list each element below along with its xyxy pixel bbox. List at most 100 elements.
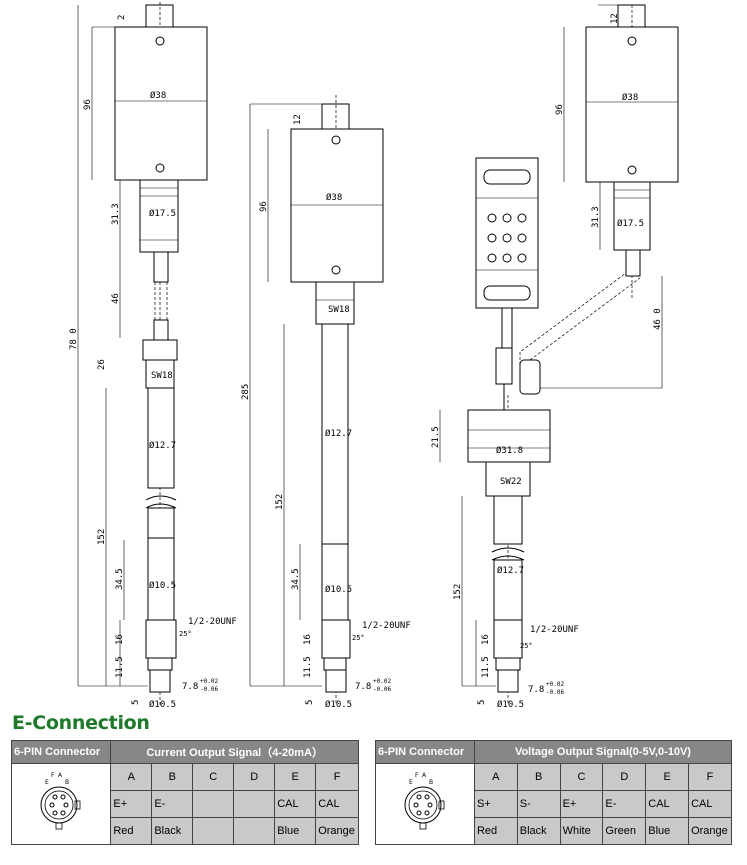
right-dim-152: 152	[453, 584, 463, 600]
current-output-pin-table: 6-PIN Connector Current Output Signal（4-…	[10, 740, 359, 845]
right-dim-96: 96	[555, 104, 565, 115]
pin-f-letter: F	[688, 763, 732, 791]
left-dim-5: 5	[131, 700, 141, 705]
pin-a-letter: A	[473, 763, 518, 791]
middle-dim-285: 285	[241, 384, 251, 400]
left-label-unf: 1/2-20UNF	[188, 617, 237, 627]
middle-label-d127: Ø12.7	[325, 428, 352, 439]
connector-pin-f: F	[415, 772, 419, 779]
right-label-d38: Ø38	[622, 92, 638, 103]
pin-f-signal: CAL	[315, 790, 359, 818]
pin-a-color: Red	[473, 817, 518, 845]
left-label-tol-up: +0.02	[200, 678, 218, 685]
pin-f-color: Orange	[688, 817, 732, 845]
middle-dim-345: 34.5	[291, 568, 301, 590]
pin-e-color: Blue	[645, 817, 690, 845]
left-dim-152: 152	[97, 529, 107, 545]
pin-a-signal: S+	[473, 790, 518, 818]
right-dim-31: 31.3	[591, 206, 601, 228]
voltage-output-pin-table: 6-PIN Connector Voltage Output Signal(0-…	[375, 740, 733, 845]
left-label-angle: 25°	[179, 630, 192, 638]
right-label-d105-tip: Ø10.5	[497, 699, 524, 710]
pin-f-letter: F	[315, 763, 359, 791]
pin-c-letter: C	[559, 763, 604, 791]
pin-e-letter: E	[274, 763, 317, 791]
pin-d-letter: D	[602, 763, 647, 791]
connector-pin-b: B	[429, 779, 433, 786]
right-label-d78: 7.8	[528, 685, 544, 695]
middle-dim-115: 11.5	[303, 656, 313, 678]
right-dim-5: 5	[477, 700, 487, 705]
middle-label-d38: Ø38	[326, 192, 342, 203]
right-dim-115: 11.5	[481, 656, 491, 678]
six-pin-connector-icon: F A E B	[10, 763, 112, 845]
left-dim-96: 96	[83, 99, 93, 110]
middle-dim-12: 12	[293, 114, 303, 125]
pin-e-color: Blue	[274, 817, 317, 845]
left-dim-345: 34.5	[115, 568, 125, 590]
right-label-angle: 25°	[520, 642, 533, 650]
left-dim-31: 31.3	[111, 203, 121, 225]
right-label-sw22: SW22	[500, 477, 522, 487]
pin-f-signal: CAL	[688, 790, 732, 818]
technical-drawing: 2 96 31.3 46 78 0 26 152 34.5 16 11.5 5 …	[69, 2, 679, 710]
middle-label-tol-up: +0.02	[373, 678, 391, 685]
pin-d-color	[233, 817, 276, 845]
middle-label-sw18: SW18	[328, 305, 350, 315]
section-title: E-Connection	[12, 712, 150, 734]
pin-b-signal: S-	[516, 790, 561, 818]
left-dim-2: 2	[117, 15, 127, 20]
left-dim-26: 26	[97, 359, 107, 370]
sensor-middle: 12 96 285 152 34.5 16 11.5 5 Ø38 SW18 Ø1…	[241, 95, 411, 710]
pin-c-color: White	[559, 817, 604, 845]
pin-a-letter: A	[110, 763, 153, 791]
pin-d-letter: D	[233, 763, 276, 791]
connector-pin-e: E	[45, 779, 49, 786]
pin-c-letter: C	[192, 763, 235, 791]
right-label-unf: 1/2-20UNF	[530, 625, 579, 635]
middle-label-d78: 7.8	[355, 682, 371, 692]
left-dim-780: 78 0	[69, 328, 79, 350]
pin-d-color: Green	[602, 817, 647, 845]
left-label-sw18: SW18	[151, 371, 173, 381]
middle-label-tol-dn: -0.06	[373, 686, 391, 693]
pin-c-signal	[192, 790, 235, 818]
middle-label-d105: Ø10.5	[325, 584, 352, 595]
six-pin-connector-icon: F A E B	[375, 763, 475, 845]
pin-a-color: Red	[110, 817, 153, 845]
pin-c-color	[192, 817, 235, 845]
pin-b-color: Black	[516, 817, 561, 845]
right-label-tol-up: +0.02	[546, 681, 564, 688]
left-label-tol-dn: -0.06	[200, 686, 218, 693]
connector-pin-e: E	[409, 779, 413, 786]
left-label-d175: Ø17.5	[149, 208, 176, 219]
middle-dim-5: 5	[305, 700, 315, 705]
middle-dim-152: 152	[275, 494, 285, 510]
connector-pin-b: B	[65, 779, 69, 786]
left-label-d38: Ø38	[150, 90, 166, 101]
pin-d-signal: E-	[602, 790, 647, 818]
connector-pin-a: A	[58, 772, 63, 779]
signal-header: Current Output Signal（4-20mA）	[110, 740, 359, 764]
pin-b-color: Black	[151, 817, 194, 845]
pin-b-signal: E-	[151, 790, 194, 818]
connector-header: 6-PIN Connector	[10, 740, 112, 764]
left-label-d78: 7.8	[182, 682, 198, 692]
right-dim-16: 16	[481, 634, 491, 645]
left-label-d105-tip: Ø10.5	[149, 699, 176, 710]
pin-e-signal: CAL	[645, 790, 690, 818]
pin-e-letter: E	[645, 763, 690, 791]
sensor-right: 12 96 31.3 46 0 21.5 152 16 11.5 5 Ø38 Ø…	[431, 4, 679, 710]
right-label-d127: Ø12.7	[497, 565, 524, 576]
middle-dim-96: 96	[259, 201, 269, 212]
right-dim-46: 46 0	[653, 308, 663, 330]
middle-label-angle: 25°	[352, 634, 365, 642]
pin-b-letter: B	[516, 763, 561, 791]
pin-b-letter: B	[151, 763, 194, 791]
middle-label-unf: 1/2-20UNF	[362, 621, 411, 631]
left-dim-115: 11.5	[115, 656, 125, 678]
right-label-tol-dn: -0.06	[546, 689, 564, 696]
signal-header: Voltage Output Signal(0-5V,0-10V)	[473, 740, 733, 764]
left-dim-46: 46	[111, 293, 121, 304]
left-label-d127: Ø12.7	[149, 440, 176, 451]
